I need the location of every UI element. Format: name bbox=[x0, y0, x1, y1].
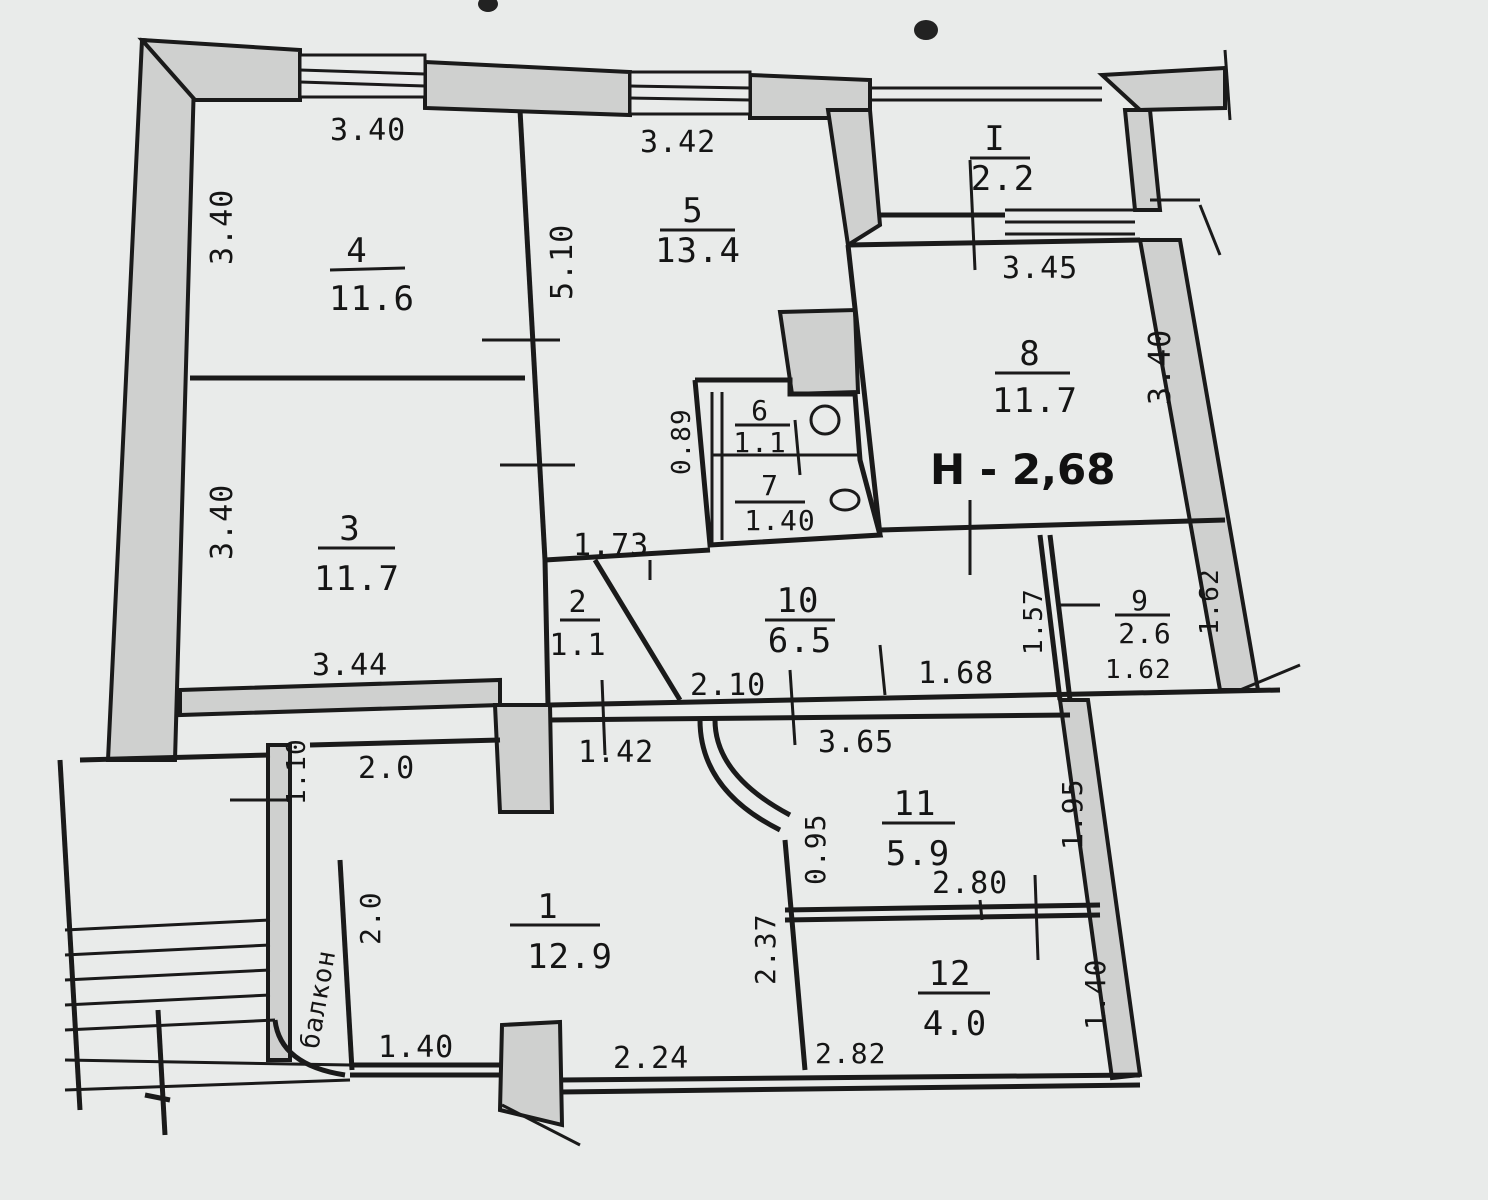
dimension: 0.95 bbox=[799, 814, 832, 885]
room-11-number: 11 bbox=[894, 784, 937, 824]
room-9-area: 2.6 bbox=[1118, 617, 1172, 650]
room-4-area: 11.6 bbox=[329, 279, 415, 319]
dimension: 1.40 bbox=[378, 1030, 454, 1065]
dimension: 3.45 bbox=[1002, 251, 1078, 286]
dimension: 3.40 bbox=[1143, 329, 1178, 405]
room-6-number: 6 bbox=[751, 394, 769, 427]
room-label-12: 12 4.0 bbox=[918, 954, 990, 1044]
room-label-6: 6 1.1 bbox=[733, 394, 790, 459]
room-label-10: 10 6.5 bbox=[765, 581, 835, 661]
dimension: 1.68 bbox=[918, 656, 994, 691]
room-11-area: 5.9 bbox=[886, 834, 950, 874]
dimension: 2.10 bbox=[690, 668, 766, 703]
dimension: 2.80 bbox=[932, 866, 1008, 901]
room-4-number: 4 bbox=[346, 231, 367, 271]
room-7-area: 1.40 bbox=[744, 504, 815, 537]
room-label-7: 7 1.40 bbox=[735, 469, 815, 537]
room-label-8: 8 11.7 bbox=[992, 334, 1078, 421]
interior-walls bbox=[57, 49, 1301, 1147]
room-6-area: 1.1 bbox=[733, 426, 787, 459]
room-label-3: 3 11.7 bbox=[314, 509, 400, 599]
room-12-area: 4.0 bbox=[923, 1004, 987, 1044]
dimension: 3.42 bbox=[640, 125, 716, 160]
room-label-9: 9 2.6 bbox=[1115, 584, 1172, 650]
room-label-1: 1 12.9 bbox=[510, 887, 613, 977]
room-labels: 4 11.6 5 13.4 3 11.7 8 11.7 I 2.2 6 1.1 bbox=[314, 119, 1172, 1044]
dimension-labels: 3.40 3.40 3.42 5.10 3.45 3.40 0.89 3.40 … bbox=[205, 113, 1225, 1076]
punch-hole bbox=[478, 0, 498, 12]
punch-hole bbox=[914, 20, 938, 40]
room-8-area: 11.7 bbox=[992, 381, 1078, 421]
dimension: 1.95 bbox=[1056, 779, 1089, 850]
dimension: 1.10 bbox=[282, 738, 312, 805]
dimension: 2.24 bbox=[613, 1041, 689, 1076]
dimension: 1.57 bbox=[1019, 588, 1049, 655]
dimension: 2.82 bbox=[815, 1037, 886, 1070]
room-10-area: 6.5 bbox=[768, 621, 832, 661]
dimension: 5.10 bbox=[545, 224, 580, 300]
room-12-number: 12 bbox=[929, 954, 972, 994]
dimension: 1.62 bbox=[1105, 655, 1172, 685]
dimension: 2.0 bbox=[354, 891, 387, 945]
exterior-walls bbox=[105, 37, 1261, 1128]
room-5-area: 13.4 bbox=[655, 231, 741, 271]
room-1-number: 1 bbox=[537, 887, 558, 927]
room-8-number: 8 bbox=[1019, 334, 1040, 374]
room-label-5: 5 13.4 bbox=[655, 191, 741, 271]
dimension: 2.37 bbox=[749, 914, 782, 985]
dimension: 0.89 bbox=[667, 408, 697, 475]
room-7-number: 7 bbox=[761, 469, 779, 502]
dimension: 3.40 bbox=[330, 113, 406, 148]
dimension: 1.40 bbox=[1079, 959, 1112, 1030]
room-5-number: 5 bbox=[682, 191, 703, 231]
dimension: 1.62 bbox=[1195, 568, 1225, 635]
dimension: 1.42 bbox=[578, 735, 654, 770]
dimension: 2.0 bbox=[358, 751, 415, 786]
dimension: 3.65 bbox=[818, 725, 894, 760]
dimension: 1.73 bbox=[573, 528, 649, 563]
room-label-2: 2 1.1 bbox=[549, 585, 606, 663]
dimension: 3.40 bbox=[205, 484, 240, 560]
vestibule-label: балкон bbox=[295, 948, 342, 1052]
room-3-number: 3 bbox=[339, 509, 360, 549]
room-2-number: 2 bbox=[568, 585, 587, 620]
room-label-4: 4 11.6 bbox=[329, 231, 415, 319]
balcony-area: 2.2 bbox=[971, 159, 1035, 199]
dimension: 3.44 bbox=[312, 648, 388, 683]
window-openings bbox=[298, 53, 1135, 236]
room-10-number: 10 bbox=[777, 581, 820, 621]
room-1-area: 12.9 bbox=[527, 937, 613, 977]
ceiling-height: H - 2,68 bbox=[930, 445, 1115, 494]
dimension: 3.40 bbox=[205, 189, 240, 265]
room-3-area: 11.7 bbox=[314, 559, 400, 599]
room-2-area: 1.1 bbox=[549, 628, 606, 663]
balcony-number: I bbox=[984, 119, 1005, 159]
room-label-balcony: I 2.2 bbox=[970, 119, 1035, 199]
room-9-number: 9 bbox=[1131, 584, 1149, 617]
room-label-11: 11 5.9 bbox=[882, 784, 955, 874]
